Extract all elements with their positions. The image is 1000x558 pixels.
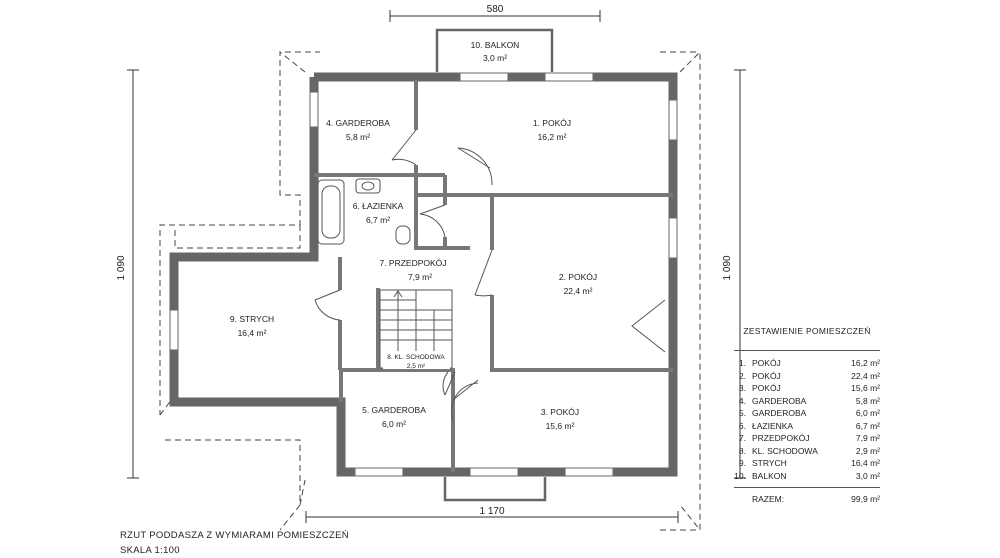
room-name-balkon: 10. BALKON [471,40,520,50]
summary-row: 6. ŁAZIENKA 6,7 m² [734,420,880,433]
room-name-przedpokoj: 7. PRZEDPOKÓJ [379,258,446,268]
summary-row: 8. KL. SCHODOWA 2,9 m² [734,445,880,458]
summary-area: 2,9 m² [855,445,880,456]
room-name-lazienka: 6. ŁAZIENKA [353,201,404,211]
dimension-top: 580 [487,4,504,15]
summary-num: 4. [738,395,746,406]
summary-area: 15,6 m² [851,383,880,394]
summary-num: 2. [738,370,746,381]
summary-area: 6,7 m² [855,420,880,431]
room-area-schody: 2,5 m² [407,363,426,370]
summary-total-label: RAZEM: [752,494,785,504]
summary-name: STRYCH [752,458,787,469]
plan-caption-scale: SKALA 1:100 [120,545,180,556]
room-area-garderoba-4: 5,8 m² [346,132,370,142]
room-area-pokoj-2: 22,4 m² [564,286,593,296]
summary-num: 6. [738,420,746,431]
room-area-strych: 16,4 m² [238,328,267,338]
summary-num: 7. [738,433,746,444]
summary-name: POKÓJ [752,358,781,369]
balcony-top [435,28,554,72]
summary-num: 9. [738,458,746,469]
summary-name: POKÓJ [752,383,781,394]
windows [169,72,678,477]
room-area-pokoj-1: 16,2 m² [538,132,567,142]
summary-area: 6,0 m² [855,408,880,419]
summary-total-area: 99,9 m² [851,494,880,504]
summary-row: 4. GARDEROBA 5,8 m² [734,395,880,408]
summary-area: 22,4 m² [851,370,880,381]
summary-area: 16,2 m² [851,358,880,369]
room-name-garderoba-4: 4. GARDEROBA [326,118,390,128]
room-name-schody: 8. KL. SCHODOWA [387,354,445,361]
room-name-pokoj-1: 1. POKÓJ [533,118,571,128]
summary-num: 5. [738,408,746,419]
roof-outline [159,50,701,532]
stairs-label-bg [383,351,450,369]
room-name-strych: 9. STRYCH [230,314,274,324]
summary-row: 9. STRYCH 16,4 m² [734,457,880,470]
summary-name: POKÓJ [752,370,781,381]
summary-num: 1. [738,358,746,369]
room-name-pokoj-2: 2. POKÓJ [559,272,597,282]
summary-num: 10. [734,470,746,481]
summary-row: 7. PRZEDPOKÓJ 7,9 m² [734,432,880,445]
summary-rule [734,350,880,351]
summary-area: 5,8 m² [855,395,880,406]
bathroom-fixtures [317,178,411,245]
summary-num: 3. [738,383,746,394]
summary-name: PRZEDPOKÓJ [752,433,810,444]
balcony-bottom [443,477,547,502]
summary-area: 3,0 m² [855,470,880,481]
room-area-garderoba-5: 6,0 m² [382,419,406,429]
summary-row: 10. BALKON 3,0 m² [734,470,880,483]
summary-title: ZESTAWIENIE POMIESZCZEŃ [743,326,871,336]
room-area-balkon: 3,0 m² [483,53,507,63]
summary-name: ŁAZIENKA [752,420,794,431]
room-name-pokoj-3: 3. POKÓJ [541,407,579,417]
dimension-right: 1 090 [722,255,733,280]
summary-name: GARDEROBA [752,408,807,419]
interior-walls [314,80,673,472]
summary-area: 7,9 m² [855,433,880,444]
summary-name: KL. SCHODOWA [752,445,818,456]
summary-row: 1. POKÓJ 16,2 m² [734,357,880,370]
dimension-bottom: 1 170 [479,506,504,517]
room-area-przedpokoj: 7,9 m² [408,272,432,282]
summary-row: 2. POKÓJ 22,4 m² [734,370,880,383]
summary-row: 3. POKÓJ 15,6 m² [734,382,880,395]
room-area-lazienka: 6,7 m² [366,215,390,225]
dimension-lines [127,10,746,523]
summary-row: 5. GARDEROBA 6,0 m² [734,407,880,420]
summary-num: 8. [738,445,746,456]
room-summary-table: ZESTAWIENIE POMIESZCZEŃ 1. POKÓJ 16,2 m² 2… [734,326,880,504]
room-area-pokoj-3: 15,6 m² [546,421,575,431]
summary-name: BALKON [752,470,787,481]
doors [314,129,666,421]
summary-total: RAZEM: 99,9 m² [734,487,880,504]
room-name-garderoba-5: 5. GARDEROBA [362,405,426,415]
plan-caption-title: RZUT PODDASZA Z WYMIARAMI POMIESZCZEŃ [120,530,349,541]
summary-area: 16,4 m² [851,458,880,469]
dimension-left: 1 090 [116,255,127,280]
summary-name: GARDEROBA [752,395,807,406]
